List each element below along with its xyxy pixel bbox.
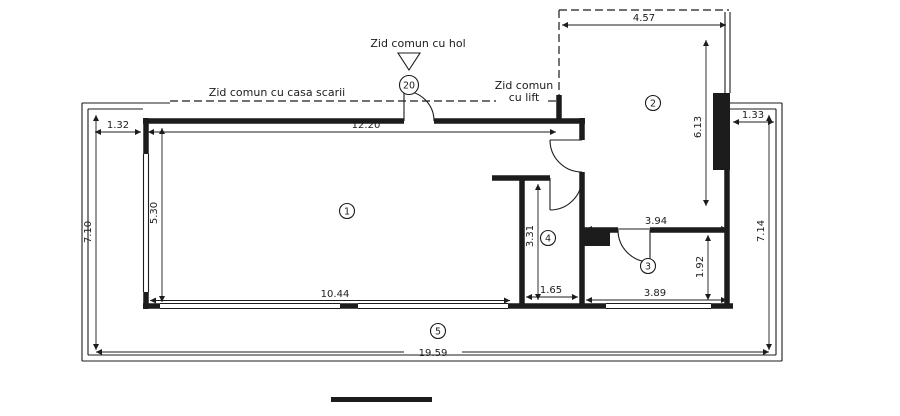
window-symbol xyxy=(606,302,711,310)
dim-room2-height: 6.13 xyxy=(693,40,709,206)
room-number-3: 3 xyxy=(639,257,657,275)
walls-layer xyxy=(143,12,733,309)
room-number-label: 3 xyxy=(645,262,651,273)
room-number-label: 1 xyxy=(344,207,350,218)
dim-room1-left-height: 5.30 xyxy=(149,128,165,302)
room-numbers: 1 2 3 4 5 xyxy=(338,94,662,340)
dim-room3-height: 1.92 xyxy=(695,235,711,300)
dim-room3-width: 3.89 xyxy=(586,288,727,303)
entrance-door-swing xyxy=(403,90,435,122)
dim-room1-bottom-width: 10.44 xyxy=(150,289,510,304)
room-number-2: 2 xyxy=(644,94,662,112)
dim-balcony-right-offset: 1.33 xyxy=(733,110,774,125)
dim-room1-top-width: 12.20 xyxy=(148,120,556,135)
window-symbol xyxy=(358,302,508,310)
entrance-triangle-icon xyxy=(396,52,422,72)
dim-value: 3.31 xyxy=(525,225,536,247)
wall-pilaster xyxy=(713,93,730,170)
room-number-label: 4 xyxy=(545,234,551,245)
label-common-wall-lift-line2: cu lift xyxy=(509,91,540,104)
room-number-5: 5 xyxy=(429,322,447,340)
dim-value: 5.30 xyxy=(149,202,160,224)
dim-value: 19.59 xyxy=(419,348,448,359)
dim-value: 6.13 xyxy=(693,116,704,138)
dim-value: 12.20 xyxy=(352,120,381,131)
apartment-number-label: 20 xyxy=(403,81,415,92)
dim-value: 7.14 xyxy=(756,220,767,242)
label-common-wall-lift-line1: Zid comun xyxy=(495,79,554,92)
scale-bar xyxy=(331,397,432,402)
room-number-label: 5 xyxy=(435,327,441,338)
outer-boundary xyxy=(81,102,783,362)
dim-value: 1.33 xyxy=(742,110,764,121)
entrance-marker: 20 xyxy=(396,52,422,96)
dim-room2-bottom-width: 3.94 xyxy=(586,216,727,232)
label-common-wall-hall: Zid comun cu hol xyxy=(370,37,465,50)
dim-room4-width: 1.65 xyxy=(526,285,578,300)
dimensions-layer: 1.32 12.20 4.57 1.33 6.13 7.10 7.14 5.3 xyxy=(83,13,774,359)
dim-outer-left-length: 7.10 xyxy=(83,115,99,350)
dim-room2-top-width: 4.57 xyxy=(562,13,726,28)
service-duct xyxy=(584,231,610,246)
dim-value: 10.44 xyxy=(321,289,350,300)
apartment-number-circle xyxy=(398,74,420,96)
window-symbol xyxy=(142,154,150,292)
room-number-4: 4 xyxy=(539,229,557,247)
windows-layer xyxy=(142,154,711,310)
dim-value: 1.32 xyxy=(107,120,129,131)
dim-total-bottom-length: 19.59 xyxy=(96,348,769,359)
wall-labels: Zid comun cu hol Zid comun cu casa scari… xyxy=(209,37,553,104)
dim-outer-right-length: 7.14 xyxy=(756,115,772,350)
dim-room4-height: 3.31 xyxy=(525,184,541,300)
window-symbol xyxy=(160,302,340,310)
dim-value: 1.92 xyxy=(695,256,706,278)
dim-value: 1.65 xyxy=(540,285,562,296)
common-walls-dashed xyxy=(170,9,729,102)
room4-door-swing xyxy=(549,177,583,211)
room-number-label: 2 xyxy=(650,99,656,110)
room2-door-swing xyxy=(549,139,583,173)
dim-value: 3.89 xyxy=(644,288,666,299)
dim-value: 3.94 xyxy=(645,216,667,227)
room-number-1: 1 xyxy=(338,202,356,220)
room3-door-swing xyxy=(617,229,651,263)
label-common-wall-staircase: Zid comun cu casa scarii xyxy=(209,86,345,99)
dim-value: 7.10 xyxy=(83,221,94,243)
dim-value: 4.57 xyxy=(633,13,655,24)
dim-balcony-left-offset: 1.32 xyxy=(95,120,141,135)
